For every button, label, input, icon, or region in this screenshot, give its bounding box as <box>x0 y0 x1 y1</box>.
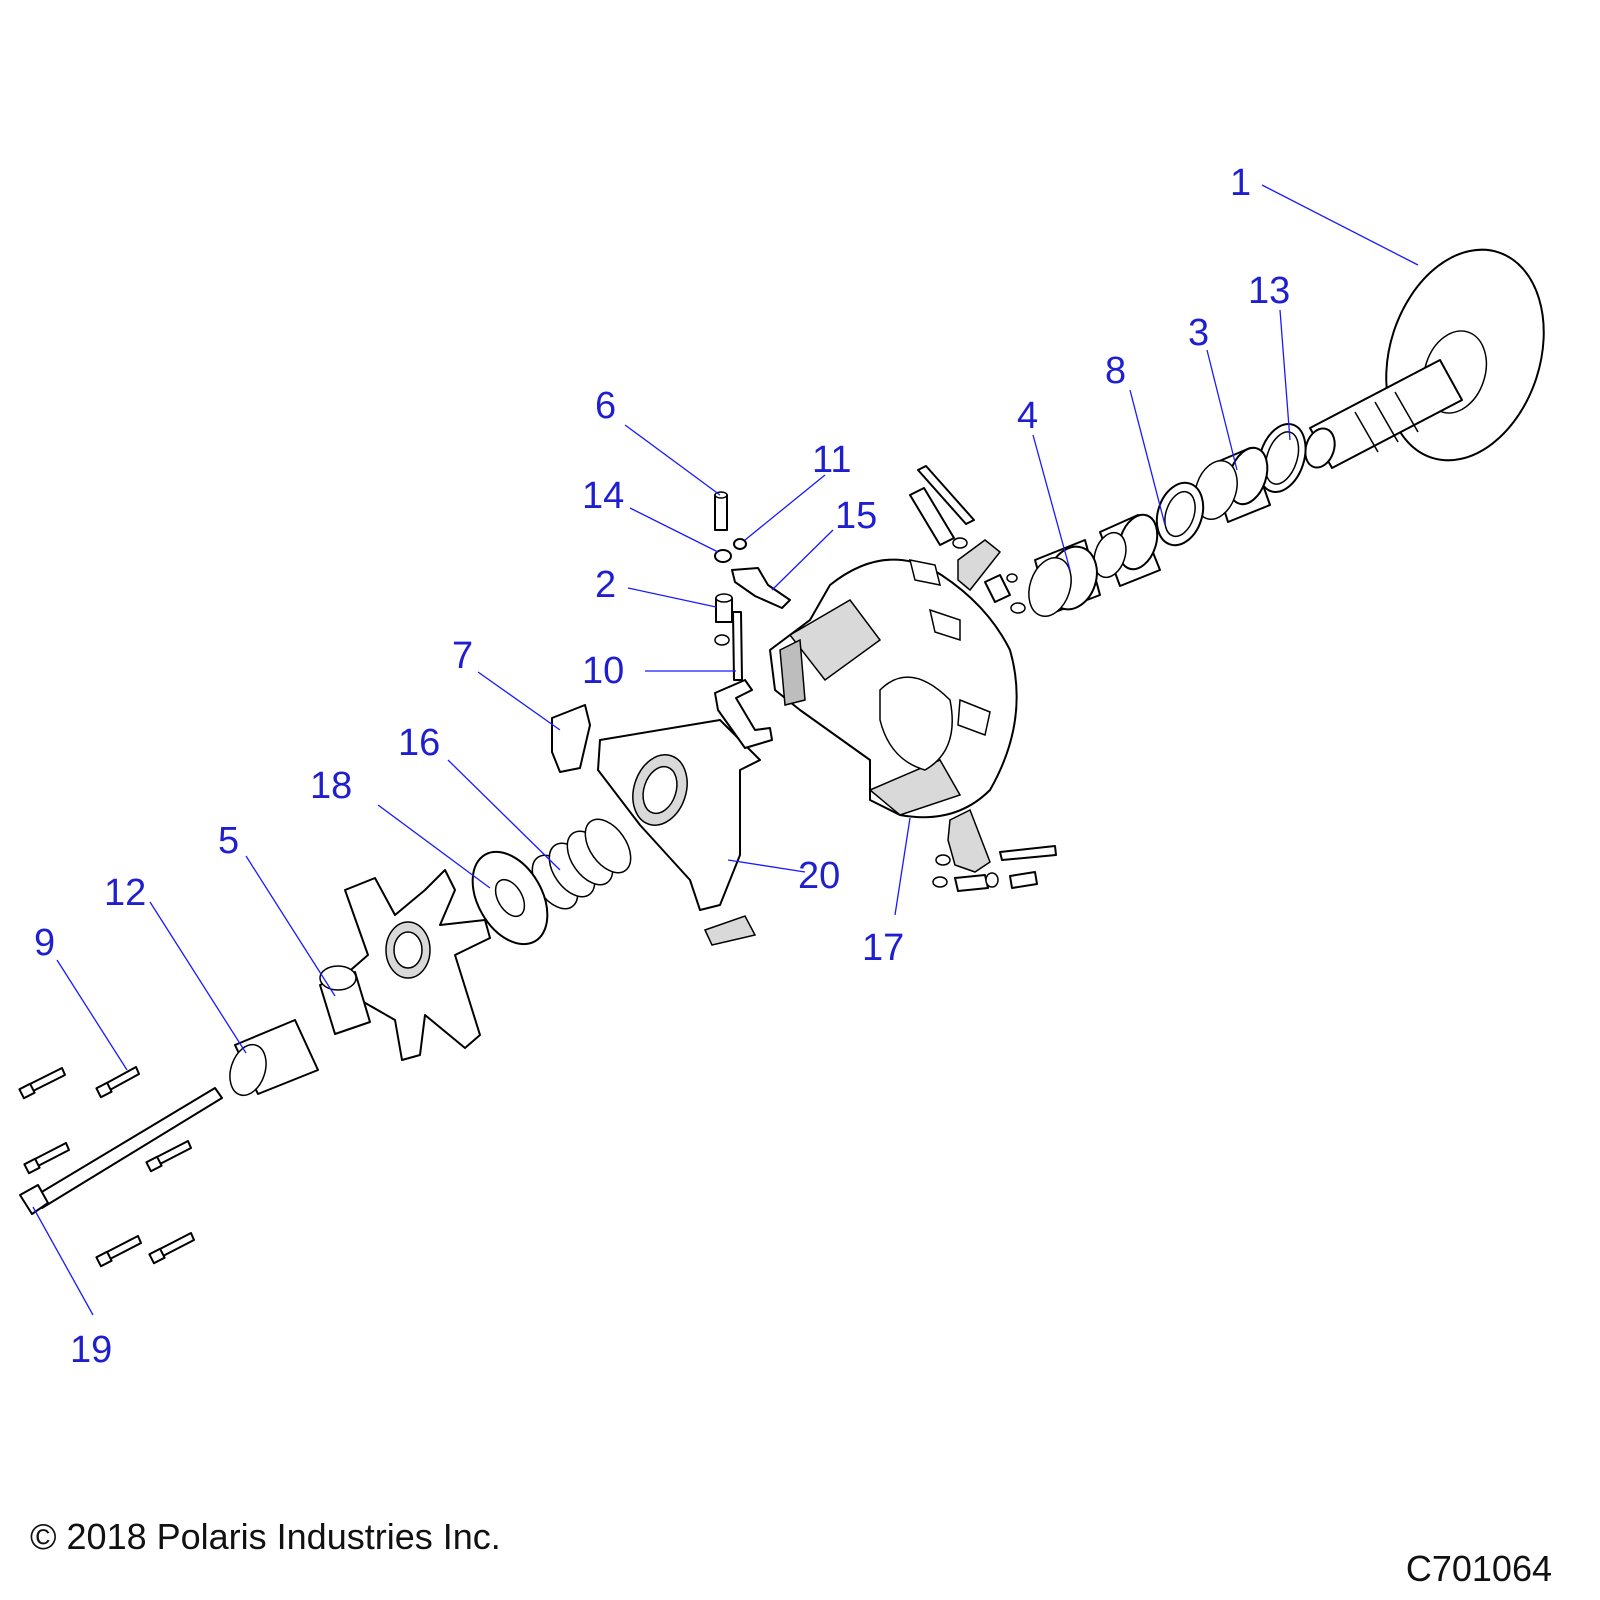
callout-17: 17 <box>862 927 904 969</box>
part-7-button <box>551 704 591 773</box>
part-5-bushing <box>319 965 371 1035</box>
leader-17 <box>894 817 911 916</box>
callout-4: 4 <box>1017 395 1038 437</box>
callout-20: 20 <box>798 855 840 897</box>
callout-3: 3 <box>1188 312 1209 354</box>
leader-1 <box>1261 184 1419 266</box>
part-4-bushing <box>1028 539 1101 617</box>
part-pins-upper <box>909 465 1026 614</box>
leader-2 <box>627 587 717 608</box>
part-1-sheave <box>1304 248 1545 469</box>
leader-11 <box>744 474 826 541</box>
leader-3 <box>1206 349 1238 471</box>
leader-7 <box>477 671 561 731</box>
callout-12: 12 <box>104 872 146 914</box>
part-3-bushing <box>1194 446 1271 523</box>
part-9-bolts <box>18 1066 195 1268</box>
callout-19: 19 <box>70 1329 112 1371</box>
copyright-notice: © 2018 Polaris Industries Inc. <box>30 1516 501 1557</box>
leader-9 <box>56 959 128 1071</box>
leader-lines <box>32 184 1419 1316</box>
part-17-moveable-sheave <box>769 558 1018 819</box>
part-clip <box>714 679 773 749</box>
leader-6 <box>624 424 721 496</box>
small-bolt <box>23 1142 70 1175</box>
part-washer <box>1155 481 1205 547</box>
part-2-roller <box>714 593 733 646</box>
callout-labels: 1 13 3 8 4 6 11 14 15 2 10 7 16 18 5 20 … <box>34 162 1290 1371</box>
part-8-bearing <box>1093 513 1161 587</box>
leader-20 <box>727 859 806 873</box>
callout-7: 7 <box>452 635 473 677</box>
part-19-bolt <box>19 1087 223 1215</box>
part-weight-arm-lower <box>932 808 1057 892</box>
part-18-washer <box>471 850 549 946</box>
callout-15: 15 <box>835 495 877 537</box>
leader-15 <box>771 529 834 591</box>
callout-8: 8 <box>1105 350 1126 392</box>
small-bolt <box>148 1232 195 1265</box>
leader-12 <box>149 901 247 1054</box>
small-bolt <box>95 1235 142 1268</box>
part-12-sleeve <box>229 1019 319 1097</box>
leader-18 <box>377 804 491 889</box>
part-6-pin <box>714 491 728 531</box>
part-20-spider <box>597 719 761 946</box>
figure-code: C701064 <box>1405 1548 1552 1589</box>
leader-5 <box>245 855 336 997</box>
leader-13 <box>1279 309 1291 441</box>
leader-4 <box>1032 434 1071 571</box>
part-11-nut <box>733 538 747 550</box>
callout-16: 16 <box>398 722 440 764</box>
callout-6: 6 <box>595 385 616 427</box>
small-bolt <box>18 1067 66 1100</box>
part-15-weight <box>731 567 791 609</box>
callout-14: 14 <box>582 475 624 517</box>
callout-18: 18 <box>310 765 352 807</box>
part-10-bolt <box>732 611 743 681</box>
part-14-washer <box>714 549 732 563</box>
small-bolt <box>95 1066 140 1099</box>
callout-11: 11 <box>812 439 851 481</box>
callout-1: 1 <box>1230 162 1251 204</box>
leader-14 <box>629 507 719 553</box>
part-cover-plate <box>344 869 491 1061</box>
callout-2: 2 <box>595 564 616 606</box>
callout-9: 9 <box>34 922 55 964</box>
callout-10: 10 <box>582 650 624 692</box>
callout-5: 5 <box>218 820 239 862</box>
leader-8 <box>1129 389 1166 526</box>
callout-13: 13 <box>1248 270 1290 312</box>
leader-19 <box>32 1206 94 1316</box>
leader-16 <box>447 759 561 871</box>
small-bolt <box>145 1140 192 1173</box>
